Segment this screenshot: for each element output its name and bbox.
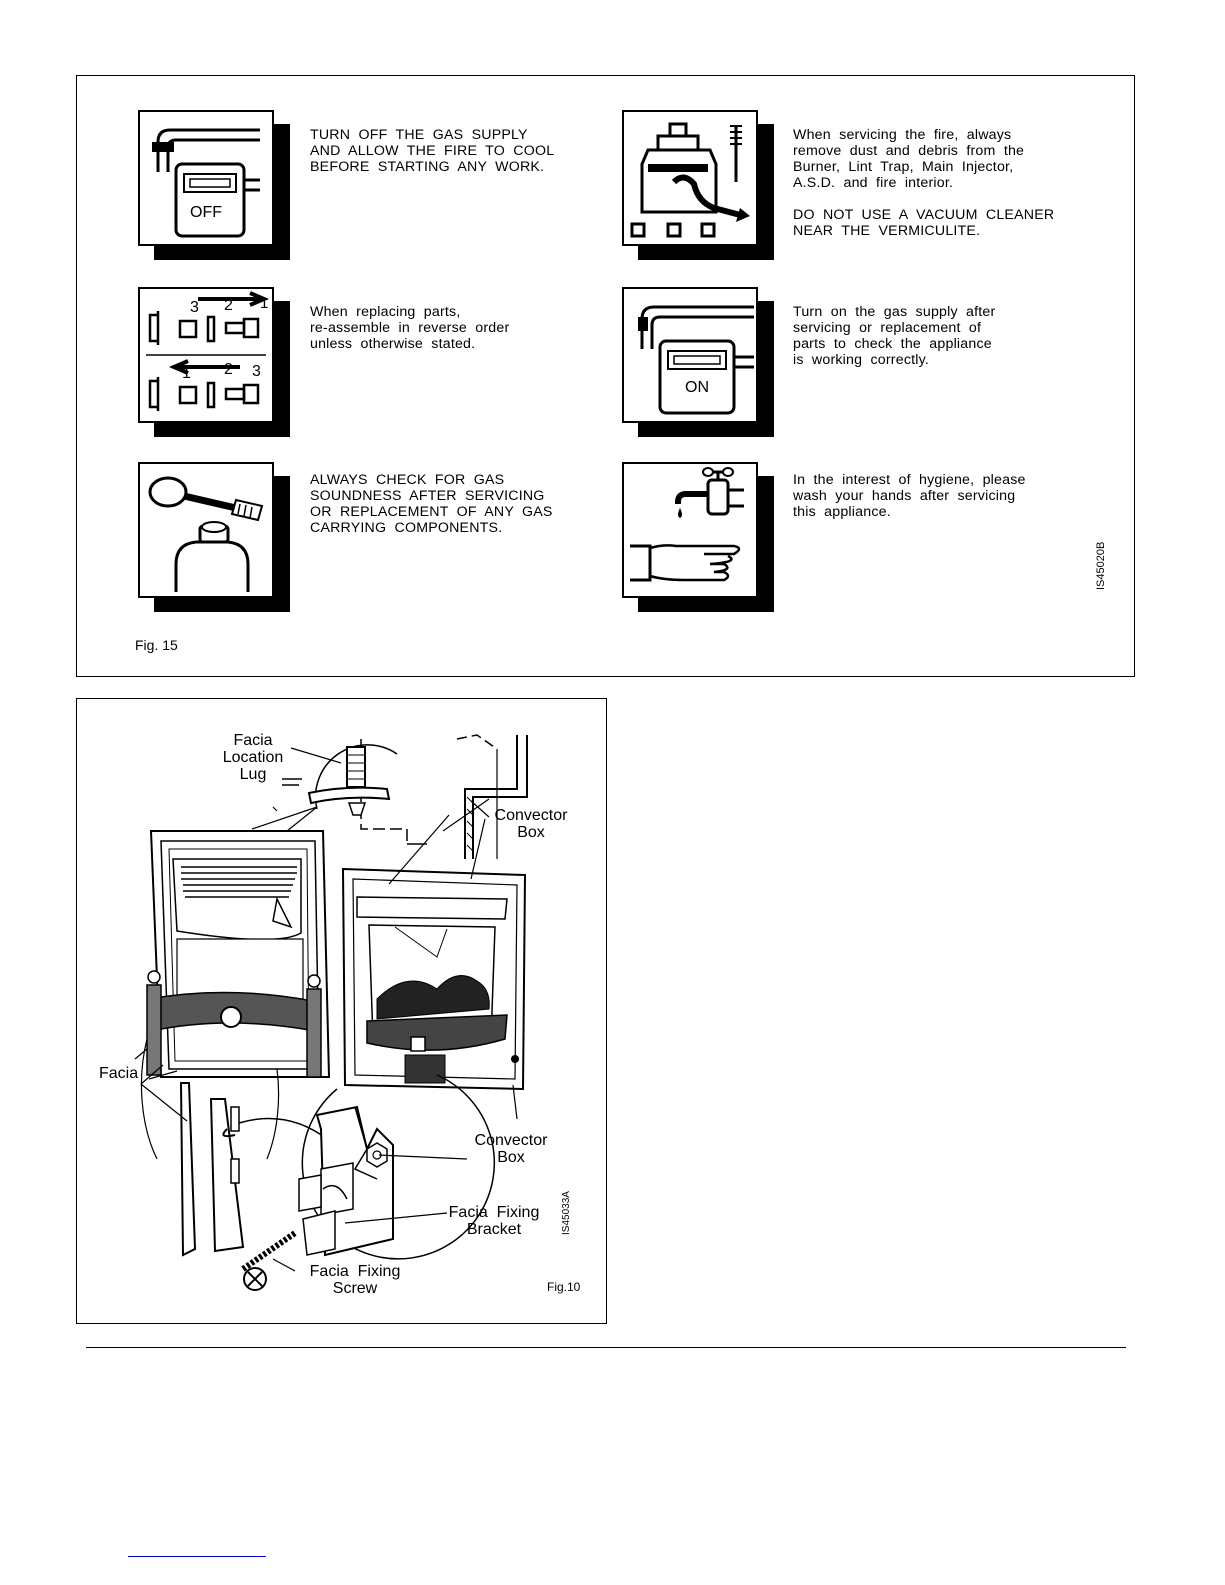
label-facia: Facia xyxy=(99,1065,139,1082)
leak-test-brush-icon xyxy=(138,462,274,598)
step-number: 3 xyxy=(190,299,199,316)
fig10-panel: Facia Location Lug Convector Box Facia C… xyxy=(76,698,607,1324)
vacuum-brush-icon xyxy=(622,110,758,246)
footer-link-underline xyxy=(128,1556,266,1557)
figure-label: Fig.10 xyxy=(547,1280,581,1294)
meter-on-text: ON xyxy=(685,379,709,396)
instruction-hygiene: In the interest of hygiene, please wash … xyxy=(793,472,1026,520)
page-divider xyxy=(86,1347,1126,1348)
gas-meter-on-icon: ON xyxy=(622,287,758,423)
gas-meter-off-icon: OFF xyxy=(138,110,274,246)
instruction-gas-on: Turn on the gas supply after servicing o… xyxy=(793,304,996,368)
figure-code: IS45033A xyxy=(561,1191,572,1235)
reassembly-order-icon: 3 2 1 1 2 3 xyxy=(138,287,274,423)
hand-wash-tap-icon xyxy=(622,462,758,598)
instruction-servicing-dust: When servicing the fire, always remove d… xyxy=(793,127,1055,239)
label-facia-fixing-screw: Facia Fixing Screw xyxy=(309,1263,401,1297)
step-number: 1 xyxy=(260,295,269,312)
step-number: 3 xyxy=(252,363,261,380)
step-number: 1 xyxy=(182,365,191,382)
fig15-panel: OFF TURN OFF THE GAS SUPPLY AND ALLOW TH… xyxy=(76,75,1135,677)
instruction-gas-soundness: ALWAYS CHECK FOR GAS SOUNDNESS AFTER SER… xyxy=(310,472,553,536)
instruction-gas-off: TURN OFF THE GAS SUPPLY AND ALLOW THE FI… xyxy=(310,127,555,175)
label-facia-location-lug: Facia Location Lug xyxy=(222,732,284,783)
label-convector-box-bottom: Convector Box xyxy=(474,1132,548,1166)
figure-label: Fig. 15 xyxy=(135,637,178,653)
meter-off-text: OFF xyxy=(190,204,222,221)
label-facia-fixing-bracket: Facia Fixing Bracket xyxy=(448,1204,540,1238)
instruction-reassemble: When replacing parts, re-assemble in rev… xyxy=(310,304,510,352)
figure-code: IS45020B xyxy=(1095,541,1107,590)
step-number: 2 xyxy=(224,297,233,314)
label-convector-box-top: Convector Box xyxy=(494,807,568,841)
facia-assembly-diagram xyxy=(134,734,528,1291)
step-number: 2 xyxy=(224,361,233,378)
